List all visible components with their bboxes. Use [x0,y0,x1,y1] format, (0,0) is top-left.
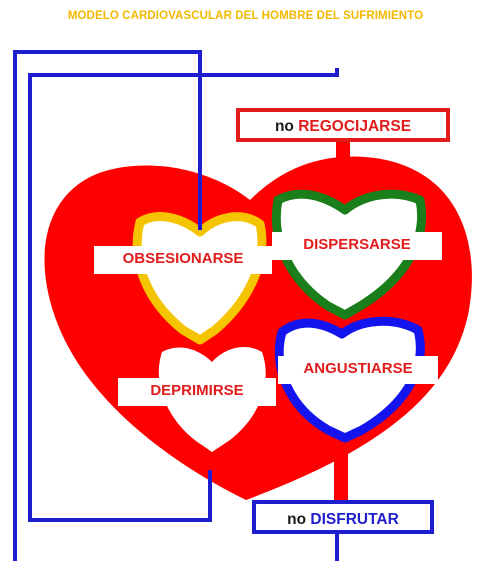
deprimirse-label: DEPRIMIRSE [118,378,276,406]
no-disfrutar-box: no DISFRUTAR [252,500,434,534]
angustiarse-label: ANGUSTIARSE [278,356,438,384]
bottom-stem [334,440,348,504]
diagram-title: MODELO CARDIOVASCULAR DEL HOMBRE DEL SUF… [67,10,424,22]
bottom-prefix: no [287,511,307,528]
inner-loop-line [28,68,339,522]
outer-loop-line [13,50,202,561]
no-regocijarse-box: no REGOCIJARSE [236,108,450,142]
top-stem [336,140,350,180]
bottom-word: DISFRUTAR [310,511,399,528]
dispersarse-label: DISPERSARSE [272,232,442,260]
top-word: REGOCIJARSE [298,118,412,135]
obsesionarse-label: OBSESIONARSE [94,246,272,274]
top-prefix: no [274,118,294,135]
